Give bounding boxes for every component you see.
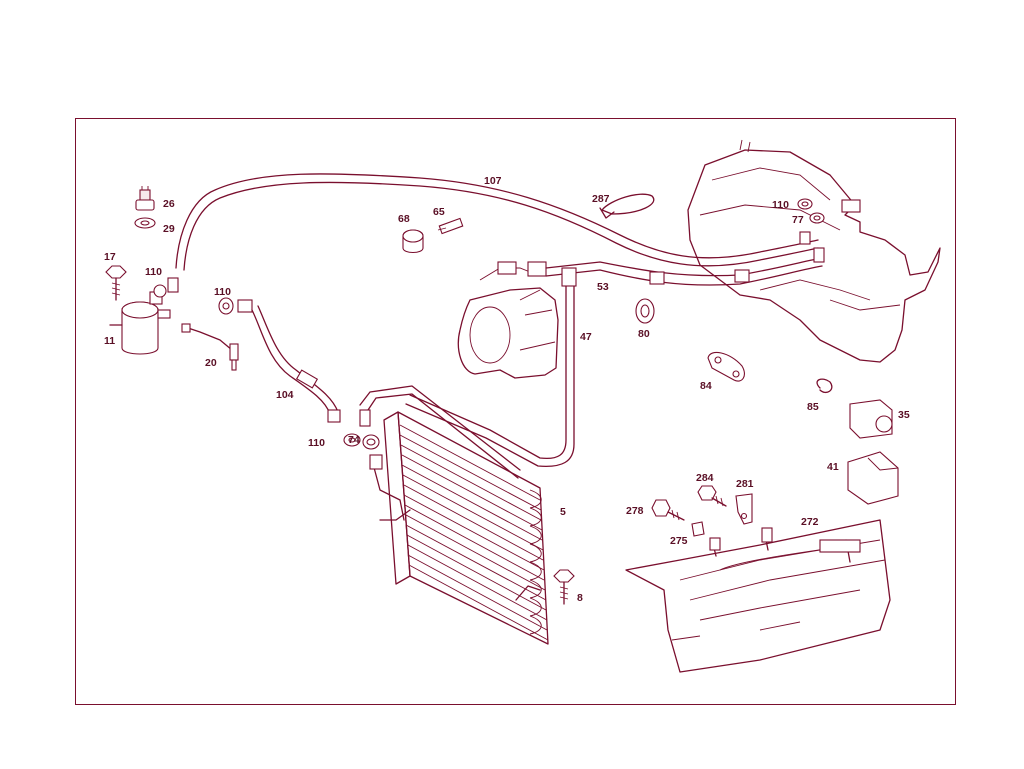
clip-287 xyxy=(599,193,655,219)
hose-47 xyxy=(405,267,577,468)
bracket-84 xyxy=(707,351,745,382)
condenser-5 xyxy=(359,385,549,645)
label-77: 77 xyxy=(792,214,804,226)
washers-110-74 xyxy=(343,433,380,450)
label-41: 41 xyxy=(827,461,839,473)
label-17: 17 xyxy=(104,251,116,263)
label-85: 85 xyxy=(807,401,819,413)
washer-80 xyxy=(635,298,655,324)
label-281: 281 xyxy=(736,478,754,490)
label-68: 68 xyxy=(398,213,410,225)
label-26: 26 xyxy=(163,198,175,210)
bolt-17 xyxy=(105,265,127,301)
label-272: 272 xyxy=(801,516,819,528)
part-labels: 107 287 110 77 26 29 68 65 17 110 110 11… xyxy=(104,175,910,604)
label-47: 47 xyxy=(580,331,592,343)
label-107: 107 xyxy=(484,175,502,187)
label-53: 53 xyxy=(597,281,609,293)
label-110-drier: 110 xyxy=(145,266,162,278)
label-11: 11 xyxy=(104,335,115,347)
pressure-switch-26 xyxy=(134,186,156,229)
label-104: 104 xyxy=(276,389,294,401)
hose-53 xyxy=(545,231,825,286)
nut-275 xyxy=(691,521,705,537)
label-20: 20 xyxy=(205,357,217,369)
crossmember-272 xyxy=(625,519,891,673)
receiver-drier-11 xyxy=(109,291,171,355)
label-278: 278 xyxy=(626,505,644,517)
label-35: 35 xyxy=(898,409,910,421)
bolt-278 xyxy=(651,499,685,521)
sensor-20 xyxy=(181,323,239,371)
hose-104 xyxy=(218,297,341,423)
bracket-281 xyxy=(735,493,753,525)
label-275: 275 xyxy=(670,535,688,547)
label-110-engine: 110 xyxy=(772,199,789,211)
label-74: 74 xyxy=(348,434,360,446)
label-284: 284 xyxy=(696,472,714,484)
label-8: 8 xyxy=(577,592,583,604)
ring-85 xyxy=(816,378,833,394)
diagram-frame xyxy=(75,118,956,705)
label-287: 287 xyxy=(592,193,610,205)
label-5: 5 xyxy=(560,506,566,518)
bolt-284 xyxy=(697,485,727,507)
label-65: 65 xyxy=(433,206,445,218)
part-68 xyxy=(402,229,424,254)
part-65 xyxy=(437,217,464,235)
expansion-valve-35 xyxy=(849,399,893,439)
cover-41 xyxy=(847,451,899,505)
label-29: 29 xyxy=(163,223,175,235)
label-110-hose: 110 xyxy=(214,286,231,298)
label-84: 84 xyxy=(700,380,712,392)
hose-107 xyxy=(175,173,819,271)
label-110-condenser: 110 xyxy=(308,437,325,449)
bolt-8 xyxy=(515,569,575,605)
label-80: 80 xyxy=(638,328,650,340)
compressor xyxy=(457,261,559,379)
fitting-110-drier xyxy=(153,277,179,298)
washers-110-77 xyxy=(797,198,825,224)
